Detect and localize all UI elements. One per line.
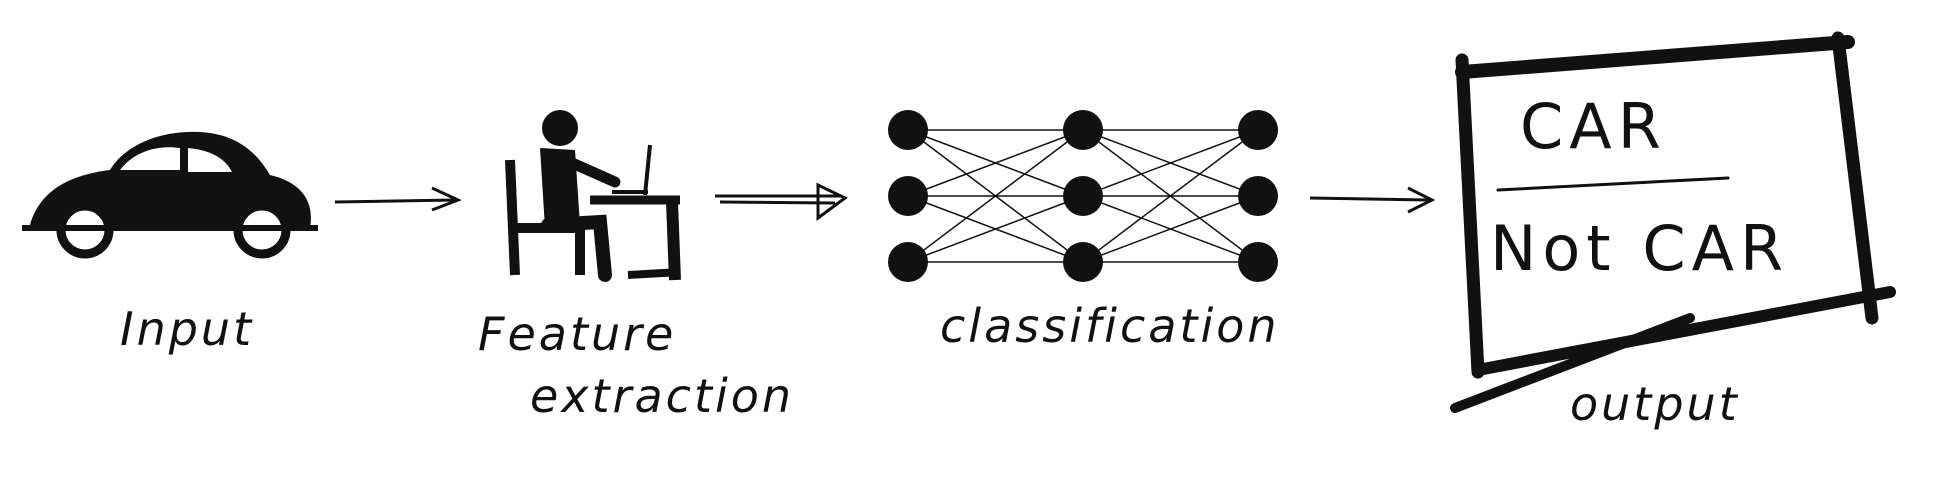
network-node [888,176,928,216]
output-option-car: CAR [1520,90,1667,163]
feature-label-line1: Feature [478,307,676,361]
arrow-input-to-feature [334,186,462,212]
network-edge [907,195,1084,263]
input-label: Input [120,302,254,356]
network-node [1063,110,1103,150]
network-edge [907,129,1084,263]
network-node [1063,242,1103,282]
network-nodes [888,110,1278,282]
car-icon [22,131,318,259]
output-option-not-car: Not CAR [1490,212,1789,285]
network-connections [907,129,1259,263]
arrow-feature-to-classification [715,182,848,221]
network-node [1238,110,1278,150]
network-edge [1082,129,1259,197]
network-edge [1082,195,1259,263]
network-edge [1082,129,1259,263]
neural-network-icon [888,110,1278,282]
network-edge [907,129,1084,197]
feature-label-line2: extraction [530,369,794,423]
network-node [1063,176,1103,216]
output-box-icon [1450,31,1896,413]
output-label: output [1570,377,1740,431]
network-node [888,242,928,282]
network-node [1238,242,1278,282]
network-node [888,110,928,150]
person-at-computer-icon [505,110,681,282]
arrow-classification-to-output [1309,186,1436,214]
classification-label: classification [940,299,1280,353]
network-node [1238,176,1278,216]
